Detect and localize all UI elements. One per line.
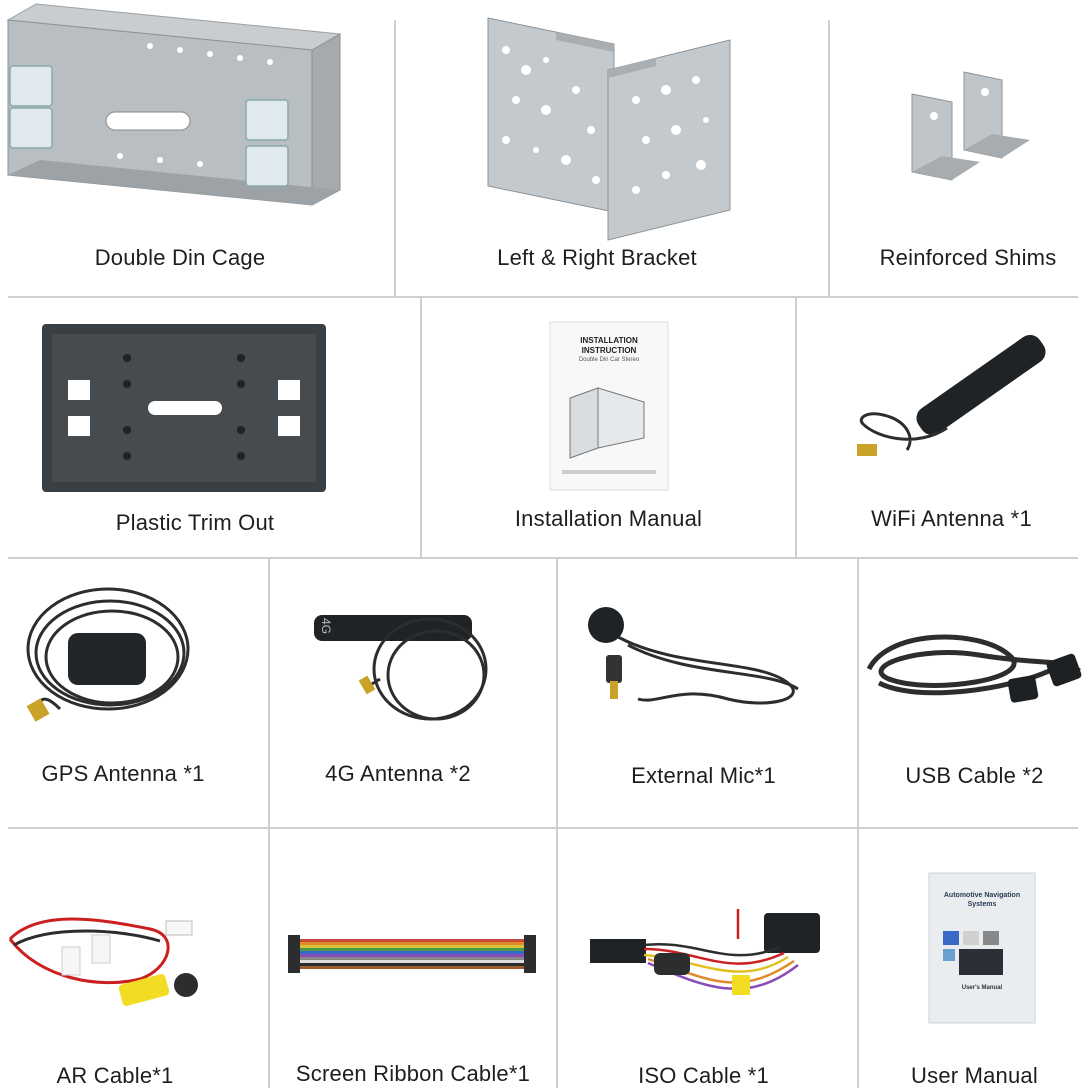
manual-cover-title: INSTALLATION INSTRUCTION [580,336,638,355]
product-label: Double Din Cage [94,245,266,270]
product-label: USB Cable *2 [905,763,1044,788]
4g-antenna-icon [314,615,488,721]
product-label: Plastic Trim Out [115,510,275,535]
product-item-double-din-cage: Double Din Cage [0,0,394,296]
product-item-wifi-antenna: WiFi Antenna *1 [797,298,1090,557]
installation-manual-icon [549,321,669,491]
left-right-bracket-icon [487,17,731,241]
usb-cable-icon [866,634,1082,703]
manual-cover-subtitle: Double Din Car Stereo [578,357,640,363]
product-label: ISO Cable *1 [638,1063,769,1088]
product-item-4g-antenna: 4G 4G Antenna *2 [270,559,556,827]
product-label: GPS Antenna *1 [41,761,205,786]
product-label: User Manual [911,1063,1038,1088]
gps-antenna-icon [26,587,190,722]
product-label: WiFi Antenna *1 [871,506,1032,531]
product-item-screen-ribbon-cable: Screen Ribbon Cable*1 [270,829,556,1088]
grid-divider [8,296,1078,298]
grid-divider [795,298,797,557]
grid-divider [8,557,1078,559]
wifi-antenna-icon [857,334,1046,456]
product-item-gps-antenna: GPS Antenna *1 [0,559,268,827]
reinforced-shims-icon [911,71,1030,181]
grid-divider [556,559,558,1088]
product-label: 4G Antenna *2 [325,761,471,786]
double-din-cage-icon [6,3,342,206]
product-label: Installation Manual [514,506,703,531]
grid-divider [420,298,422,557]
user-manual-cover-title: Automotive Navigation Systems [943,892,1021,908]
4g-antenna-text: 4G [319,617,334,635]
product-label: Screen Ribbon Cable*1 [295,1061,531,1086]
product-item-reinforced-shims: Reinforced Shims [830,0,1090,296]
product-label: Left & Right Bracket [497,245,697,270]
product-item-left-right-bracket: Left & Right Bracket [396,0,828,296]
plastic-trim-icon [42,324,326,492]
product-label: AR Cable*1 [56,1063,174,1088]
grid-divider [394,20,396,296]
ar-cable-icon [8,917,198,1006]
external-mic-icon [588,607,799,705]
grid-divider [857,559,859,1088]
grid-divider [268,559,270,1088]
product-item-iso-cable: ISO Cable *1 [558,829,857,1088]
product-item-installation-manual: INSTALLATION INSTRUCTION Double Din Car … [422,298,795,557]
product-item-usb-cable: USB Cable *2 [859,559,1090,827]
ribbon-cable-icon [288,935,536,973]
product-item-ar-cable: AR Cable*1 [0,829,268,1088]
grid-divider [828,20,830,296]
product-item-user-manual: Automotive Navigation Systems User's Man… [859,829,1090,1088]
grid-divider [8,827,1078,829]
user-manual-icon [928,872,1036,1024]
iso-cable-icon [590,909,820,995]
product-item-plastic-trim-out: Plastic Trim Out [0,298,420,557]
user-manual-cover-subtitle: User's Manual [961,985,1003,991]
product-label: External Mic*1 [631,763,776,788]
product-item-external-mic: External Mic*1 [558,559,857,827]
product-label: Reinforced Shims [879,245,1057,270]
